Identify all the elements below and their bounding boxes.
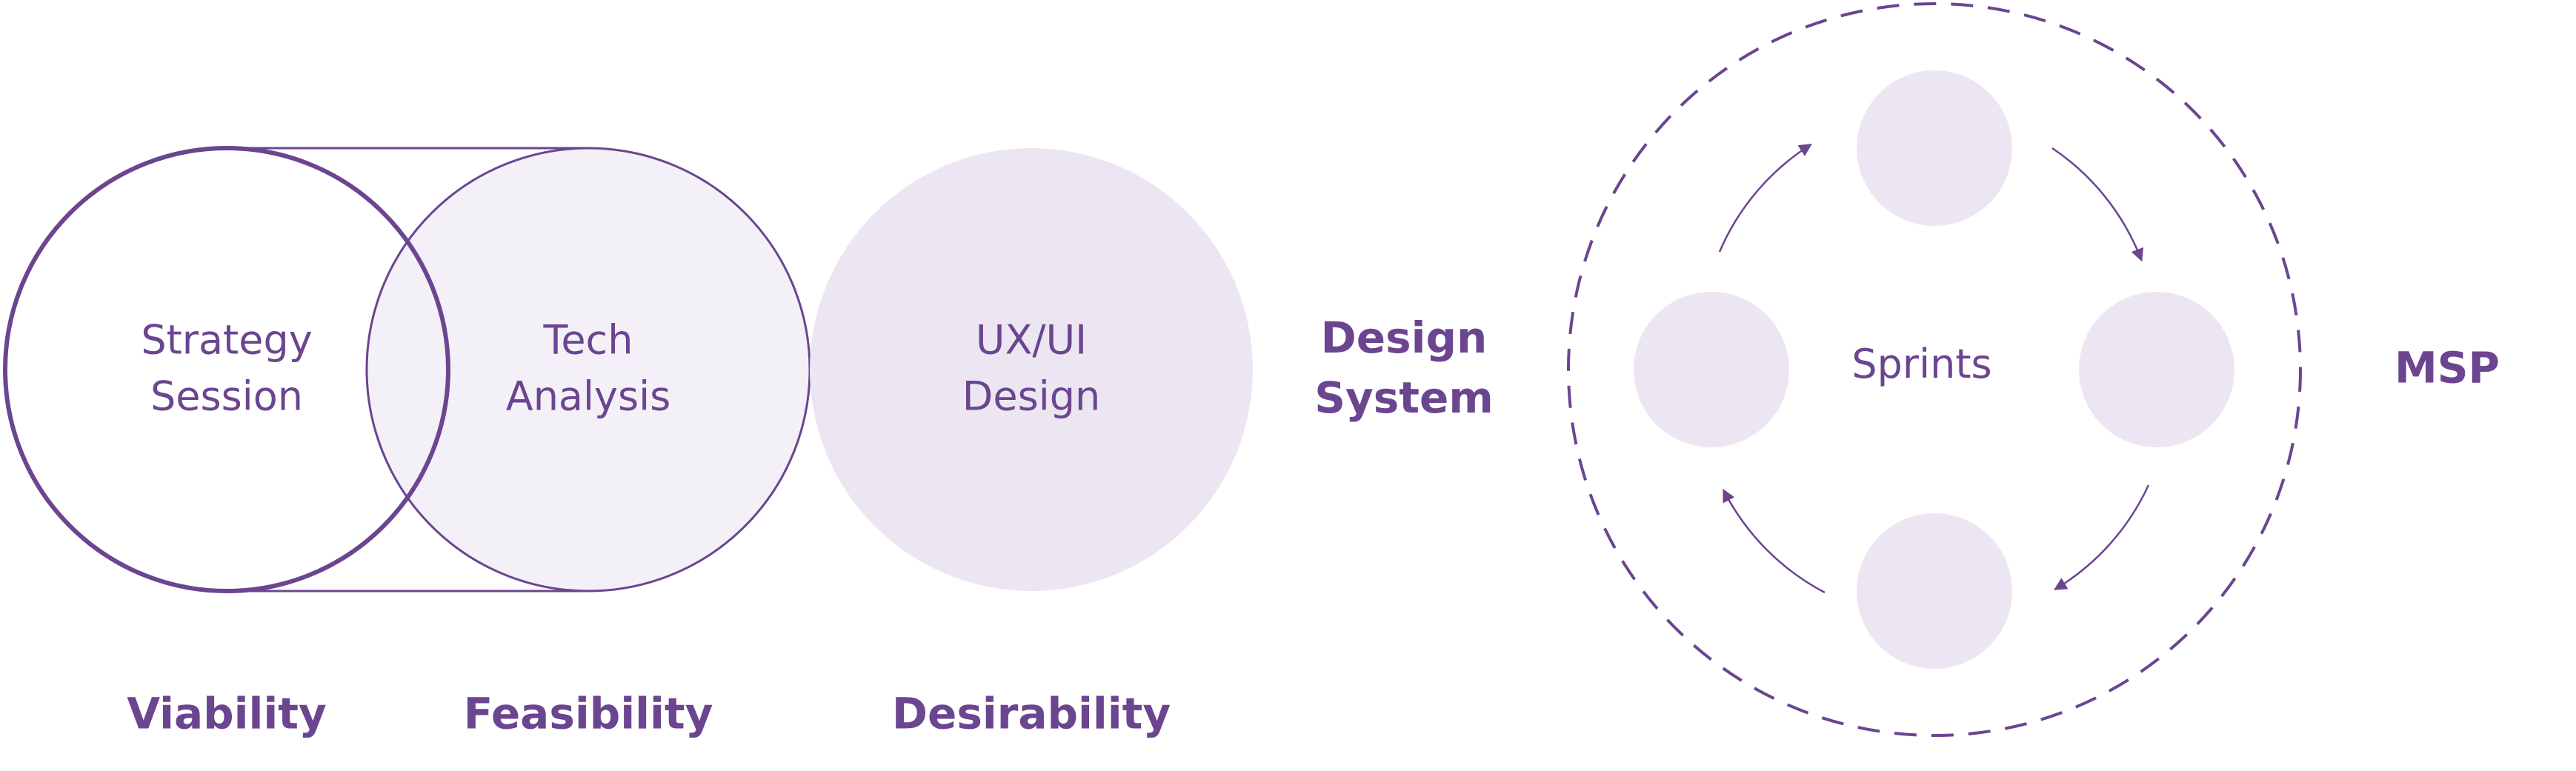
cycle-arrow-bottom-left xyxy=(1723,488,1826,594)
uxui-design-label: UX/UI Design xyxy=(962,312,1100,424)
cycle-arrow-top-right xyxy=(2051,147,2144,262)
strategy-label-line2: Session xyxy=(150,373,304,419)
uxui-label-line1: UX/UI xyxy=(975,316,1088,364)
desirability-label: Desirability xyxy=(891,688,1171,739)
tech-label-line2: Analysis xyxy=(505,373,671,419)
sprint-circle-bottom xyxy=(1857,513,2012,669)
strategy-session-circle xyxy=(3,146,450,593)
design-system-line1: Design xyxy=(1320,312,1488,363)
cycle-arrow-bottom-right xyxy=(2054,484,2150,590)
design-system-label: Design System xyxy=(1314,308,1494,428)
msp-dashed-circle xyxy=(1567,2,2302,737)
cycle-arrow-top-left xyxy=(1718,144,1812,253)
sprint-circle-left xyxy=(1634,292,1789,447)
sprint-circle-top xyxy=(1857,70,2012,226)
sprint-circle-right xyxy=(2079,292,2234,447)
uxui-label-line2: Design xyxy=(962,373,1101,419)
viability-label: Viability xyxy=(127,688,327,739)
feasibility-label: Feasibility xyxy=(463,688,713,739)
tech-label-line1: Tech xyxy=(543,316,633,364)
tech-analysis-label: Tech Analysis xyxy=(506,312,671,424)
sprints-label: Sprints xyxy=(1851,341,1992,388)
strategy-label-line1: Strategy xyxy=(141,316,313,364)
design-system-line2: System xyxy=(1314,373,1494,423)
strategy-session-label: Strategy Session xyxy=(141,312,312,424)
uxui-design-circle xyxy=(810,148,1253,591)
msp-label: MSP xyxy=(2394,342,2500,393)
